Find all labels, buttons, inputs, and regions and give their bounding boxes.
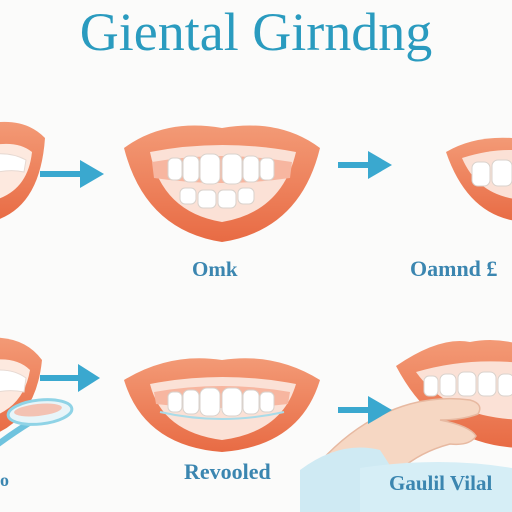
diagram-title: Giental Girndng [79,2,433,62]
toothbrush-icon [0,398,74,447]
caption-bottom-right: Gaulil Vilal [389,471,493,495]
caption-top-center: Omk [192,257,238,281]
caption-bottom-center: Revooled [184,459,271,484]
caption-top-right: Oamnd £ [410,256,498,281]
right-arrow-icon [338,151,392,179]
right-arrow-icon [338,396,392,424]
mouth-top-right [446,137,512,221]
mouth-top-left [0,121,45,219]
right-arrow-icon [40,364,100,392]
mouth-top-center [124,125,320,242]
mouth-bottom-right [396,340,512,448]
footer-band [360,462,512,512]
mouth-bottom-center [124,358,320,452]
caption-bottom-left: o [0,470,9,490]
right-arrow-icon [40,160,104,188]
